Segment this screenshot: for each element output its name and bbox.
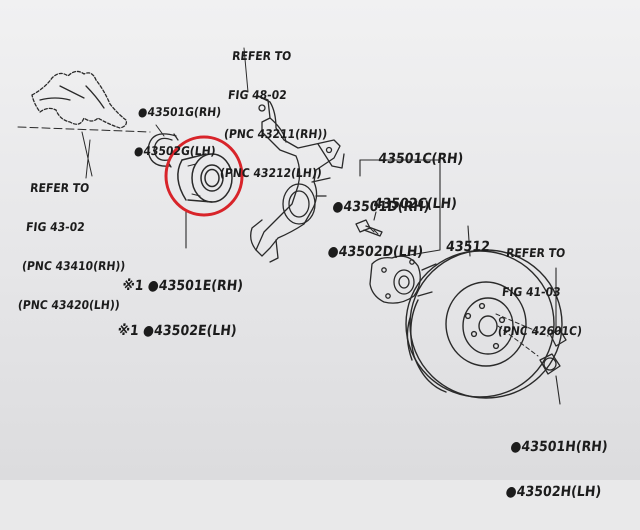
axle-ref-line4: (PNC 43420(LH)) <box>17 298 121 312</box>
knuckle-reference-label: REFER TO FIG 48-02 (PNC 43211(RH)) (PNC … <box>216 24 338 206</box>
knuckle-ref-line3: (PNC 43211(RH)) <box>223 127 329 141</box>
bolt-rh: ●43501D(RH) <box>331 199 431 215</box>
axle-ref-line1: REFER TO <box>29 181 90 195</box>
brake-ref-line2: FIG 41-03 <box>501 285 562 299</box>
nut-rh: ●43501H(RH) <box>509 439 609 455</box>
bolt-label: ●43501D(RH) ●43502D(LH) <box>324 170 434 290</box>
highlight-circle <box>164 135 244 217</box>
drive-shaft-sketch <box>31 70 128 129</box>
nut-label: ●43501H(RH) ●43502H(LH) <box>502 410 612 530</box>
axle-reference-label: REFER TO FIG 43-02 (PNC 43410(RH)) (PNC … <box>14 156 136 338</box>
axle-ref-line3: (PNC 43410(RH)) <box>21 259 127 273</box>
hub-rh: 43501C(RH) <box>377 151 465 167</box>
bearing-shape <box>177 153 233 203</box>
disc-label: 43512 <box>442 210 494 285</box>
knuckle-ref-line1: REFER TO <box>231 49 292 63</box>
brake-reference-label: REFER TO FIG 41-03 (PNC 42601C) <box>494 221 593 364</box>
knuckle-ref-line4: (PNC 43212(LH)) <box>219 166 323 180</box>
bearing-rh: ※1 ●43501E(RH) <box>121 278 244 294</box>
disc-number: 43512 <box>445 239 491 255</box>
parts-diagram: REFER TO FIG 48-02 (PNC 43211(RH)) (PNC … <box>0 0 640 500</box>
axle-hub-shape <box>369 255 437 304</box>
snap-ring-label: ●43501G(RH) ●43502G(LH) <box>131 80 225 184</box>
axle-ref-line2: FIG 43-02 <box>25 220 86 234</box>
brake-disc-shape <box>405 249 563 399</box>
snap-ring-rh: ●43501G(RH) <box>137 105 222 119</box>
brake-ref-line1: REFER TO <box>505 246 566 260</box>
snap-ring-shape <box>147 124 179 168</box>
bearing-lh: ※1 ●43502E(LH) <box>116 323 238 339</box>
bearing-label: ※1 ●43501E(RH) ※1 ●43502E(LH) <box>114 249 247 369</box>
leader-lines <box>185 159 561 405</box>
center-line <box>17 126 151 133</box>
nut-lh: ●43502H(LH) <box>504 484 602 500</box>
snap-ring-lh: ●43502G(LH) <box>133 144 217 158</box>
knuckle-ref-line2: FIG 48-02 <box>227 88 288 102</box>
bolt-lh: ●43502D(LH) <box>326 244 424 260</box>
steering-knuckle-shape <box>243 47 345 263</box>
brake-ref-line3: (PNC 42601C) <box>497 324 583 338</box>
hub-nut-shape <box>495 313 567 375</box>
exploded-view-drawing <box>17 47 567 405</box>
hub-bolt-shape <box>355 219 383 237</box>
